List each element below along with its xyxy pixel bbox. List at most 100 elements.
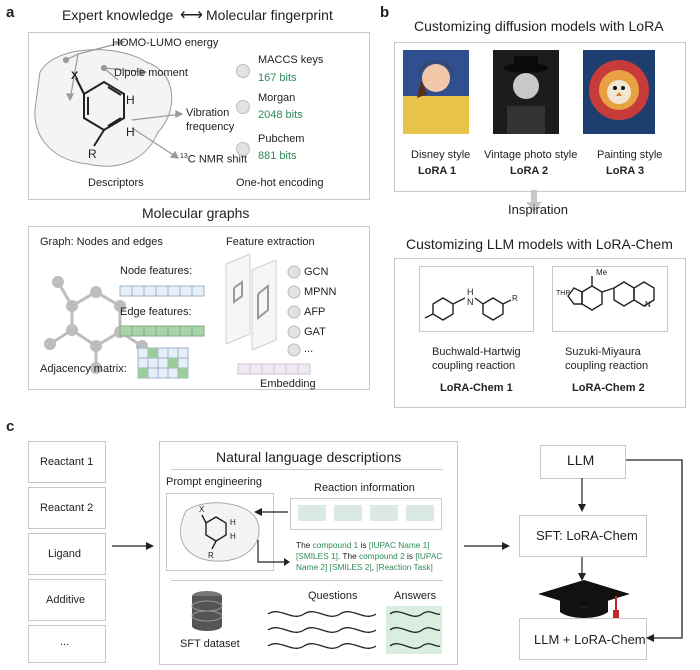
input-box-reactant-1 xyxy=(28,441,106,483)
reaction-info-label: Reaction information xyxy=(314,482,415,494)
buchwald-name-1: Buchwald-Hartwig xyxy=(432,346,521,358)
suzuki-name-2: coupling reaction xyxy=(565,360,649,372)
vibration-label: Vibration xyxy=(186,107,230,119)
lora-chem-2-label: LoRA-Chem 2 xyxy=(572,382,645,394)
template-placeholder: compound 1 xyxy=(312,540,359,550)
onehot-caption: One-hot encoding xyxy=(236,177,324,189)
prompt-template: The compound 1 is [IUPAC Name 1] [SMILES… xyxy=(296,540,448,573)
maccs-bits: 167 bits xyxy=(258,72,297,84)
template-text: is xyxy=(404,551,416,561)
model-mpnn: MPNN xyxy=(304,286,337,298)
llm-box xyxy=(540,445,626,479)
template-placeholder: [SMILES 1] xyxy=(296,551,338,561)
graph-subtitle: Graph: Nodes and edges xyxy=(40,236,163,248)
fingerprint-dot-icon xyxy=(236,100,250,114)
template-text: The xyxy=(296,540,313,550)
input-reactant-1: Reactant 1 xyxy=(40,456,94,468)
template-placeholder: compound 2 xyxy=(359,551,405,561)
node-features-label: Node features: xyxy=(120,265,193,277)
input-additive: Additive xyxy=(46,594,86,606)
atom-x: X xyxy=(71,70,79,82)
panel-c-letter: c xyxy=(6,418,15,435)
fingerprint-dot-icon xyxy=(236,64,250,78)
arrow-curved-icon xyxy=(257,540,290,566)
homo-lumo-label: HOMO-LUMO energy xyxy=(112,37,219,49)
prompt-atom-x: X xyxy=(199,505,205,514)
disney-style-image xyxy=(403,50,469,134)
panel-b-title: Customizing diffusion models with LoRA xyxy=(414,18,664,34)
panel-b-letter: b xyxy=(380,4,390,21)
divider xyxy=(171,580,443,581)
template-text: is xyxy=(358,540,369,550)
prompt-atom-h2: H xyxy=(230,532,236,541)
panel-a-title-right: Molecular fingerprint xyxy=(206,7,333,23)
morgan-bits: 2048 bits xyxy=(258,109,303,121)
divider xyxy=(171,469,443,470)
morgan-name: Morgan xyxy=(258,92,296,104)
model-afp: AFP xyxy=(304,306,326,318)
atom-h1: H xyxy=(126,93,135,107)
graph-diagram xyxy=(44,253,311,379)
info-cell xyxy=(406,505,434,521)
pubchem-bits: 881 bits xyxy=(258,150,297,162)
nl-title: Natural language descriptions xyxy=(216,449,402,465)
graphs-title: Molecular graphs xyxy=(142,205,250,221)
double-arrow-icon: ⟷ xyxy=(180,7,203,24)
model-gcn: GCN xyxy=(304,266,329,278)
inspiration-label: Inspiration xyxy=(508,202,568,217)
nmr-shift-label: 13C NMR shift xyxy=(180,153,248,166)
arrow-right-icon xyxy=(112,542,154,550)
template-placeholder: [IUPAC Name 1] xyxy=(368,540,430,550)
maccs-name: MACCS keys xyxy=(258,54,324,66)
arrow-left-icon xyxy=(254,508,288,516)
graduation-cap-icon xyxy=(538,580,630,620)
sft-box xyxy=(519,515,647,557)
atom-r: R xyxy=(88,147,97,161)
lora-3-label: LoRA 3 xyxy=(606,165,645,177)
arrow-down-icon xyxy=(578,478,586,512)
embedding-label: Embedding xyxy=(260,378,316,390)
prompt-molecule xyxy=(180,502,260,562)
sft-dataset-label: SFT dataset xyxy=(180,638,240,650)
input-box-reactant-2 xyxy=(28,487,106,529)
lora-1-label: LoRA 1 xyxy=(418,165,457,177)
lora-chem-1-label: LoRA-Chem 1 xyxy=(440,382,513,394)
info-cell xyxy=(298,505,326,521)
buchwald-r-label: R xyxy=(512,294,518,303)
panel-a-title-left: Expert knowledge xyxy=(62,7,174,23)
input-box-ligand xyxy=(28,533,106,575)
qa-waves xyxy=(267,606,442,654)
loop-arrow xyxy=(626,459,683,642)
template-text: , xyxy=(371,562,377,572)
template-placeholder: [Reaction Task] xyxy=(376,562,433,572)
vintage-photo-image xyxy=(493,50,559,134)
llm-label: LLM xyxy=(567,452,595,468)
info-cell xyxy=(370,505,398,521)
model-gat: GAT xyxy=(304,326,326,338)
template-text: . The xyxy=(337,551,360,561)
frequency-label: frequency xyxy=(186,121,235,133)
painting-style-label: Painting style xyxy=(597,149,663,161)
edge-features-label: Edge features: xyxy=(120,306,192,318)
input-reactant-2: Reactant 2 xyxy=(40,502,94,514)
input-box-more xyxy=(28,625,106,663)
arrow-down-icon xyxy=(578,557,586,581)
graphs-box xyxy=(28,226,370,390)
prompt-atom-h1: H xyxy=(230,518,236,527)
info-cell xyxy=(334,505,362,521)
descriptor-molecule-diagram xyxy=(34,37,184,167)
adjacency-label: Adjacency matrix: xyxy=(40,363,127,375)
template-placeholder: [SMILES 2] xyxy=(329,562,372,572)
suzuki-me-label: Me xyxy=(596,268,608,277)
panel-a-letter: a xyxy=(6,4,15,21)
atom-h2: H xyxy=(126,125,135,139)
database-icon xyxy=(191,591,223,631)
descriptors-caption: Descriptors xyxy=(88,177,144,189)
final-label: LLM + LoRA-Chem xyxy=(534,632,646,647)
inspiration-arrow-icon xyxy=(526,190,542,212)
buchwald-name-2: coupling reaction xyxy=(432,360,516,372)
answers-label: Answers xyxy=(394,590,437,602)
painting-style-image xyxy=(583,50,655,134)
buchwald-molecule xyxy=(424,297,512,321)
